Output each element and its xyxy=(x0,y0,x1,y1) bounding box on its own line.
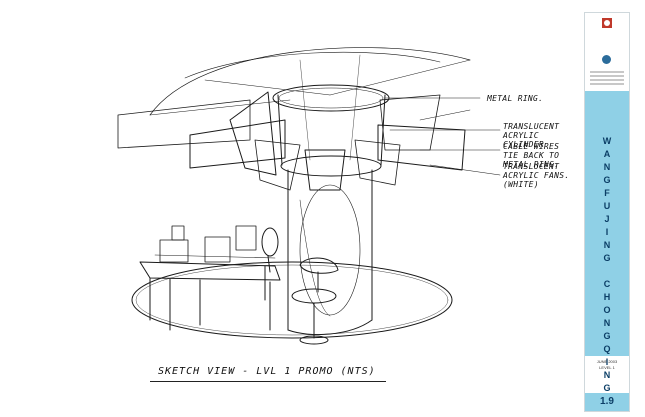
sheet-number: 1.9 xyxy=(585,393,629,411)
project-name-letter: N xyxy=(603,370,611,380)
project-name-letter: C xyxy=(603,279,611,289)
sheet-date: JUNE 2003 xyxy=(596,359,618,364)
annotation-acrylic-cylinder: TRANSLUCENT ACRYLIC CYLINDER xyxy=(503,122,560,149)
promo-kiosk-sketch xyxy=(117,47,501,345)
project-name-letter: A xyxy=(603,149,611,159)
company-logo-icon xyxy=(602,18,612,28)
project-name-letter: N xyxy=(603,240,611,250)
project-name-letter: J xyxy=(604,214,610,224)
project-name-letter: G xyxy=(603,331,611,341)
project-name-letter: I xyxy=(605,227,609,237)
sketch-caption: SKETCH VIEW - LVL 1 PROMO (NTS) xyxy=(158,366,376,377)
fine-print-block xyxy=(590,69,624,87)
globe-icon xyxy=(602,55,611,64)
sheet-level: LEVEL 1 xyxy=(599,365,615,370)
project-name-letter: Q xyxy=(603,344,611,354)
project-name-letter: O xyxy=(603,305,611,315)
sheet-meta: JUNE 2003 LEVEL 1 xyxy=(587,359,627,371)
project-name-letter: G xyxy=(603,253,611,263)
project-name-letter: U xyxy=(603,201,611,211)
project-name-letter: G xyxy=(603,383,611,393)
project-name-letter: G xyxy=(603,175,611,185)
project-name-letter: W xyxy=(602,136,612,146)
project-name-letter: N xyxy=(603,162,611,172)
project-name-letter: I xyxy=(605,357,609,367)
annotation-acrylic-fans: TRANSLUCENT ACRYLIC FANS. (WHITE) xyxy=(503,162,570,189)
project-name-letter xyxy=(585,265,629,278)
project-name-letter: N xyxy=(603,318,611,328)
project-name-letter: H xyxy=(603,292,611,302)
project-name-letter: F xyxy=(604,188,610,198)
annotation-metal-ring: METAL RING. xyxy=(487,94,544,103)
annotation-cable-wires: CABLE WIRES TIE BACK TO METAL RING. xyxy=(503,142,560,169)
caption-underline xyxy=(150,381,386,382)
